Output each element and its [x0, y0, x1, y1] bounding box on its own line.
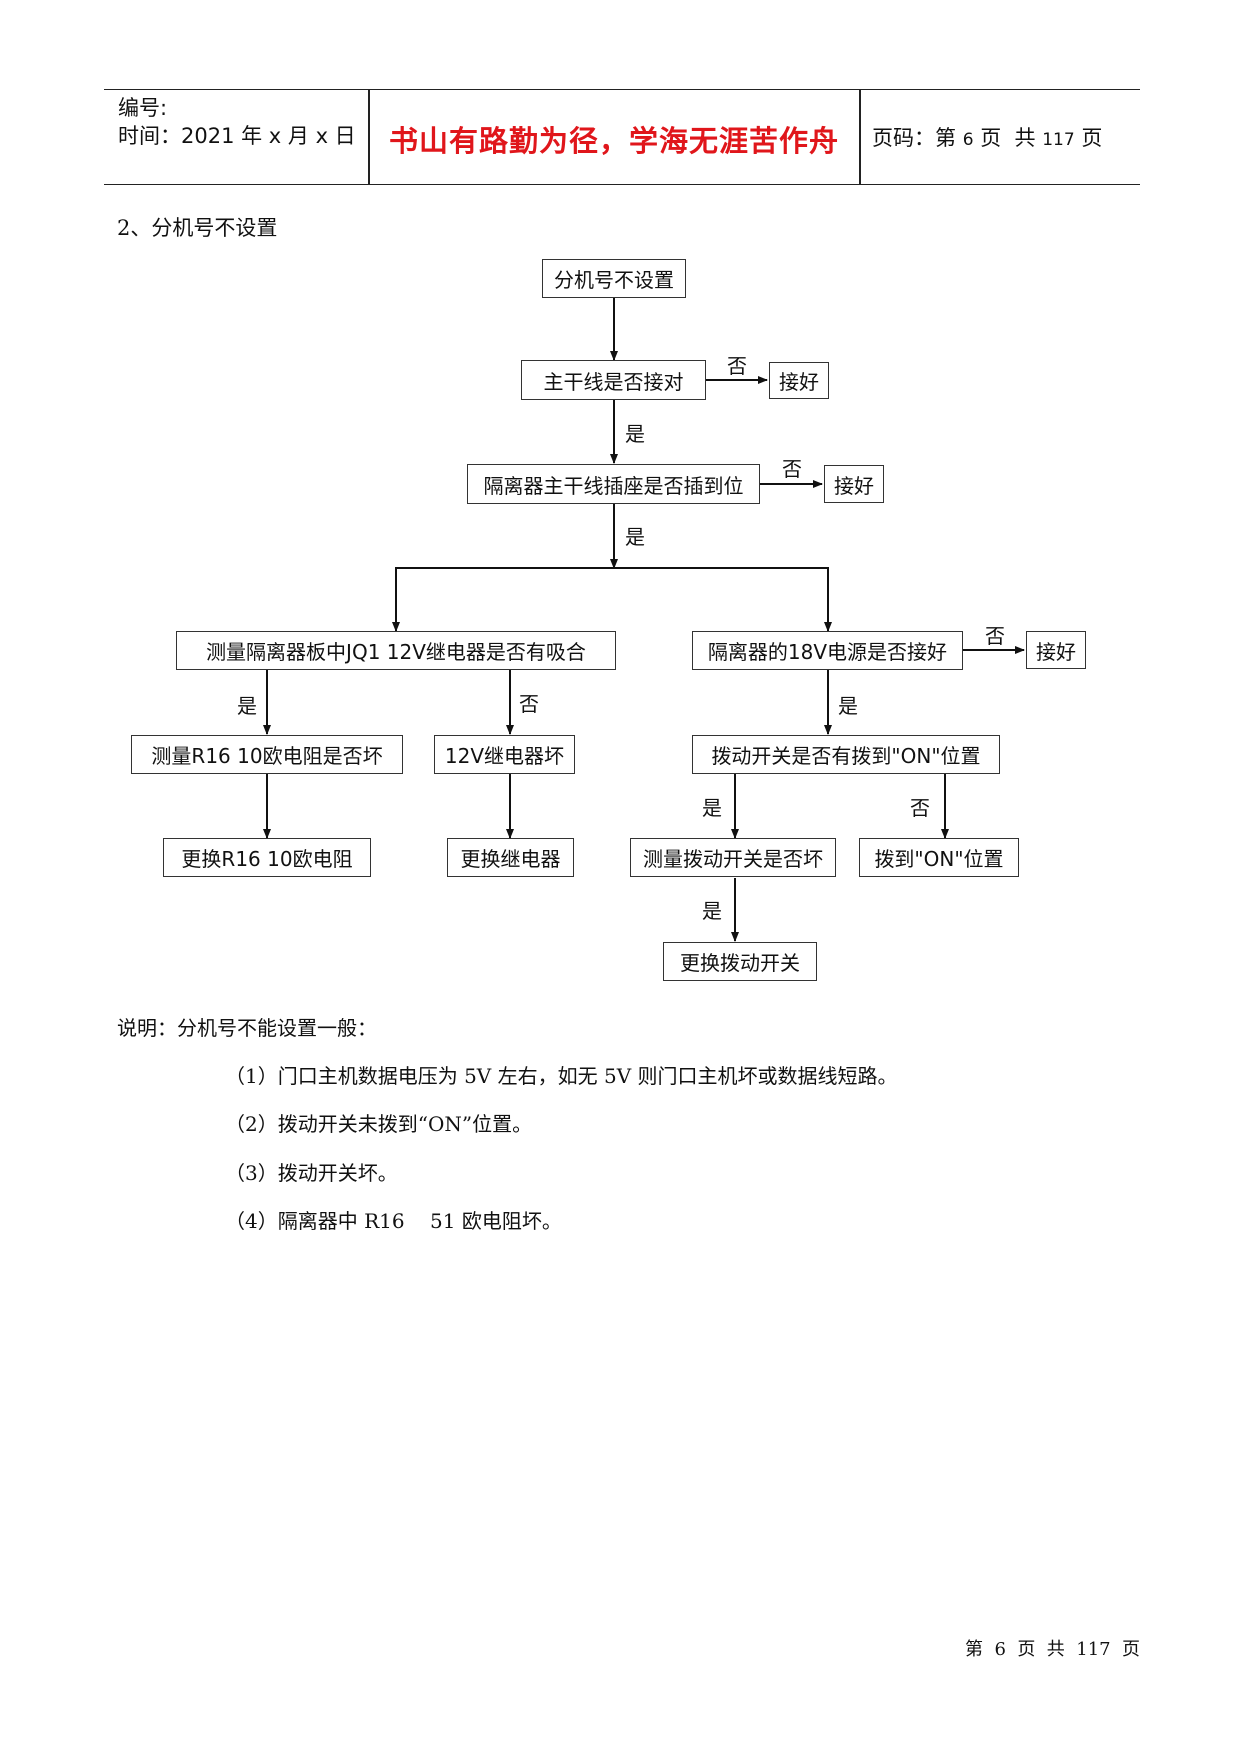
note-item-4: （4）隔离器中 R16 51 欧电阻坏。: [225, 1209, 562, 1233]
note-item-1: （1）门口主机数据电压为 5V 左右，如无 5V 则门口主机坏或数据线短路。: [225, 1064, 898, 1088]
header-meta: 编号: 时间：2021 年 x 月 x 日: [118, 94, 356, 150]
page-number: 6: [962, 130, 974, 150]
note-item-2: （2）拨动开关未拨到“ON”位置。: [225, 1112, 533, 1136]
node-check-switch: 拨动开关是否有拨到"ON"位置: [692, 735, 1000, 774]
label-yes: 是: [625, 422, 645, 446]
label-yes: 是: [625, 525, 645, 549]
node-measure-relay: 测量隔离器板中JQ1 12V继电器是否有吸合: [176, 631, 616, 670]
node-fix-socket: 接好: [824, 465, 884, 503]
label-yes: 是: [237, 694, 257, 718]
label-no: 否: [519, 692, 539, 716]
label-no: 否: [985, 624, 1005, 648]
number-label: 编号:: [118, 96, 168, 120]
node-check-trunk: 主干线是否接对: [521, 360, 706, 400]
page-suffix: 页: [1074, 126, 1103, 150]
node-replace-r16: 更换R16 10欧电阻: [163, 838, 371, 877]
header-page-info: 页码：第 6 页 共 117 页: [872, 122, 1102, 152]
footer-page-info: 第 6 页 共 117 页: [965, 1635, 1140, 1661]
node-replace-switch: 更换拨动开关: [663, 942, 817, 981]
label-no: 否: [727, 354, 747, 378]
section-title: 2、分机号不设置: [117, 216, 278, 240]
note-item-3: （3）拨动开关坏。: [225, 1161, 398, 1185]
page-total: 117: [1042, 130, 1075, 150]
node-measure-switch: 测量拨动开关是否坏: [630, 838, 836, 877]
label-yes: 是: [838, 694, 858, 718]
page-mid: 页 共: [973, 126, 1043, 150]
connector: [395, 567, 829, 630]
header-table: 编号: 时间：2021 年 x 月 x 日 书山有路勤为径，学海无涯苦作舟 页码…: [104, 89, 1140, 185]
node-start: 分机号不设置: [542, 259, 686, 298]
label-yes: 是: [702, 899, 722, 923]
header-divider: [368, 90, 370, 184]
footer-mid: 页 共: [1005, 1639, 1077, 1660]
footer-total: 117: [1076, 1639, 1111, 1660]
time-label: 时间：2021 年 x 月 x 日: [118, 124, 356, 148]
footer-suffix: 页: [1110, 1639, 1141, 1660]
footer-prefix: 第: [965, 1639, 995, 1660]
node-set-on: 拨到"ON"位置: [859, 838, 1019, 877]
node-measure-r16: 测量R16 10欧电阻是否坏: [131, 735, 403, 774]
notes-title: 说明：分机号不能设置一般：: [117, 1016, 377, 1040]
page-prefix: 页码：第: [872, 126, 963, 150]
footer-page: 6: [994, 1639, 1006, 1660]
label-no: 否: [910, 796, 930, 820]
node-check-power: 隔离器的18V电源是否接好: [692, 631, 963, 670]
node-replace-relay: 更换继电器: [447, 838, 574, 877]
node-fix-trunk: 接好: [769, 362, 829, 399]
label-no: 否: [782, 457, 802, 481]
node-relay-broken: 12V继电器坏: [434, 735, 575, 774]
node-check-socket: 隔离器主干线插座是否插到位: [467, 464, 760, 504]
header-motto: 书山有路勤为径，学海无涯苦作舟: [388, 124, 839, 158]
header-divider: [859, 90, 861, 184]
label-yes: 是: [702, 796, 722, 820]
node-fix-power: 接好: [1026, 631, 1086, 669]
